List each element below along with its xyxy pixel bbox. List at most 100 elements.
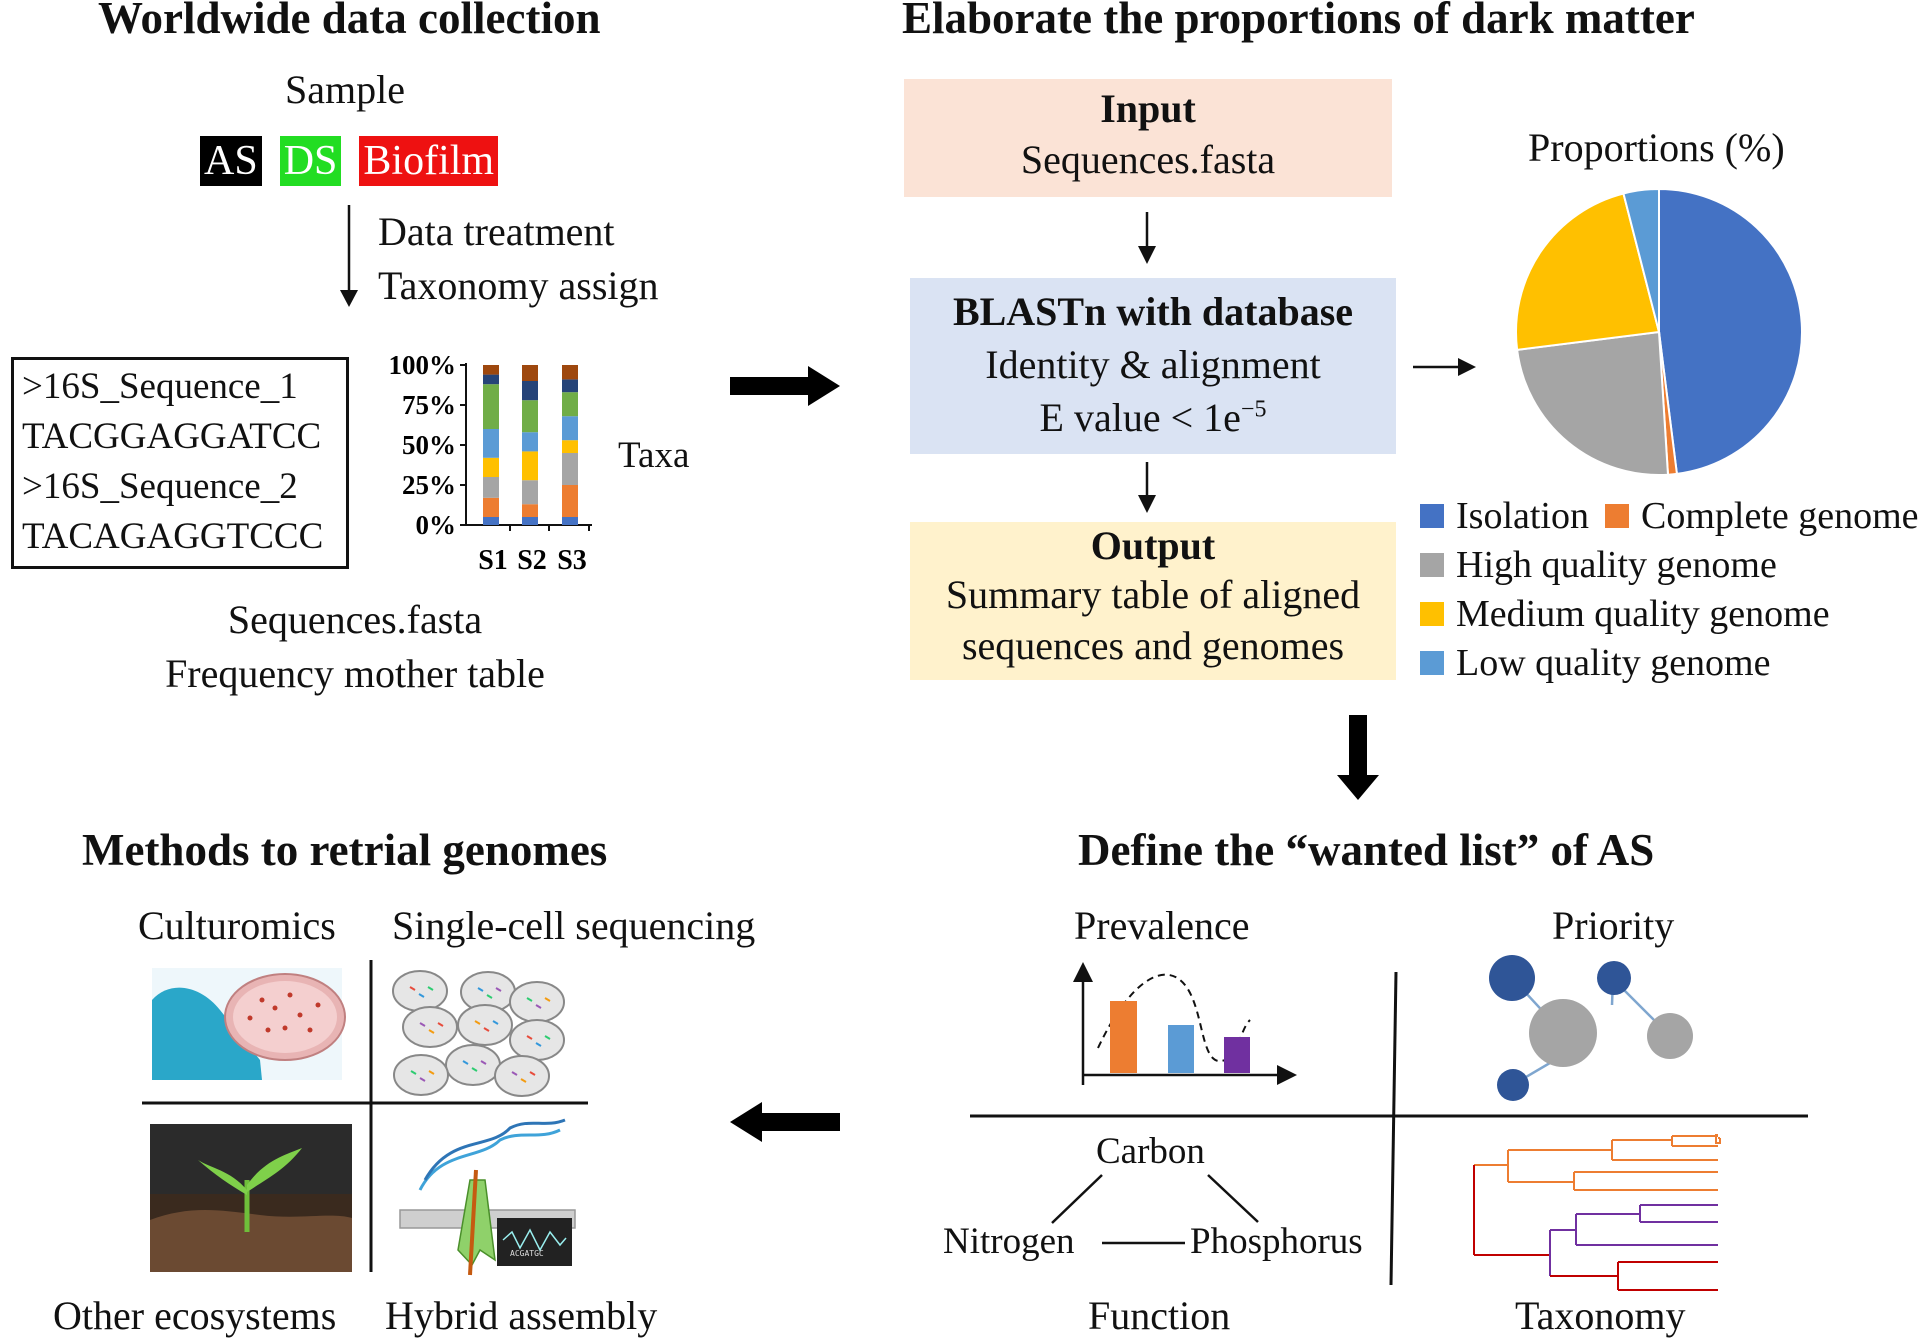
y-tick-label: 50% <box>402 430 456 460</box>
bar-segment <box>562 416 578 441</box>
dna-fragment <box>462 1060 469 1065</box>
priority-network <box>1489 955 1693 1101</box>
hybrid-assembly-label: Hybrid assembly <box>385 1293 658 1338</box>
blast-box: BLASTn with database Identity & alignmen… <box>910 278 1396 454</box>
bar-segment <box>562 440 578 453</box>
culturomics-illustration <box>152 968 346 1080</box>
dna-fragment <box>418 993 425 998</box>
legend-item: Low quality genome <box>1420 641 1770 685</box>
nitrogen-label: Nitrogen <box>943 1221 1075 1262</box>
sequence-line: >16S_Sequence_2 <box>22 466 298 507</box>
priority-label: Priority <box>1552 903 1675 948</box>
input-text: Sequences.fasta <box>1020 137 1276 182</box>
arrow-down-blast <box>1138 462 1156 513</box>
bar-segment <box>522 381 538 401</box>
bar-segment <box>483 365 499 375</box>
seedling-illustration <box>150 1124 352 1272</box>
step-taxonomy-assign: Taxonomy assign <box>378 263 659 308</box>
dna-fragment <box>428 1070 435 1075</box>
sample-tag-ds: DS <box>279 136 342 186</box>
cell <box>494 1055 550 1097</box>
sequence-line: TACGGAGGATCC <box>22 416 322 457</box>
bar-segment <box>483 457 499 477</box>
prevalence-chart <box>1073 962 1297 1085</box>
dna-fragment <box>474 1020 481 1025</box>
bar-segment <box>522 451 538 481</box>
dna-fragment <box>409 986 416 991</box>
sample-tag-as: AS <box>200 136 262 186</box>
panel-title-dark-matter: Elaborate the proportions of dark matter <box>902 0 1695 43</box>
legend-label: Medium quality genome <box>1456 593 1830 635</box>
network-node <box>1647 1013 1693 1059</box>
output-line-1: Summary table of aligned <box>945 572 1361 617</box>
sample-label: Sample <box>285 67 405 112</box>
legend-item: High quality genome <box>1420 543 1777 587</box>
dna-fragment <box>419 1022 426 1027</box>
dna-fragment <box>483 1027 490 1032</box>
bar-segment <box>522 432 538 452</box>
dna-fragment <box>477 987 484 992</box>
network-node <box>1489 955 1535 1001</box>
bar-segment <box>483 374 499 385</box>
pie-slice <box>1516 330 1670 476</box>
cell <box>402 1006 458 1048</box>
arrow-right-pie <box>1413 358 1476 376</box>
legend-label: High quality genome <box>1456 544 1777 586</box>
bar-segment <box>483 497 499 517</box>
bar-segment <box>562 453 578 485</box>
single-cell-illustration <box>392 970 565 1097</box>
output-title: Output <box>1090 523 1216 568</box>
blast-evalue: E value < 1e−5 <box>910 394 1396 441</box>
bar-segment <box>562 485 578 517</box>
dna-fragment <box>520 1078 527 1083</box>
bar-segment <box>522 504 538 517</box>
dna-fragment <box>511 1071 518 1076</box>
network-node <box>1529 999 1597 1067</box>
hybrid-assembly-illustration <box>399 1118 576 1276</box>
function-label: Function <box>1088 1293 1231 1338</box>
sequence-line: >16S_Sequence_1 <box>22 366 298 407</box>
network-node <box>1597 961 1631 995</box>
panel-title-collection: Worldwide data collection <box>98 0 601 43</box>
dna-fragment <box>526 997 533 1002</box>
legend-label: Low quality genome <box>1456 642 1771 684</box>
link-carbon-phosphorus <box>1207 1174 1259 1223</box>
taxa-label: Taxa <box>618 435 690 476</box>
dna-fragment <box>419 1077 426 1082</box>
legend-label: Complete genome <box>1641 495 1919 537</box>
bar-segment <box>562 379 578 393</box>
legend-item: Isolation <box>1420 494 1589 538</box>
caption-fasta: Sequences.fasta <box>227 597 483 642</box>
panel-title-wanted-list: Define the “wanted list” of AS <box>1078 825 1655 875</box>
bar-segment <box>522 365 538 381</box>
sequencer-text: ACGATGC <box>510 1249 544 1258</box>
legend-swatch <box>1420 553 1444 577</box>
x-tick-label: S1 <box>478 545 508 576</box>
sequence-line: TACAGAGGTCCC <box>22 516 324 557</box>
arrow-left-big <box>730 1102 840 1142</box>
arrow-down-big <box>1337 715 1379 800</box>
output-line-2: sequences and genomes <box>961 623 1345 668</box>
cell <box>393 1054 449 1096</box>
legend-swatch <box>1420 504 1444 528</box>
dna-fragment <box>471 1067 478 1072</box>
pie-title: Proportions (%) <box>1528 125 1785 170</box>
bar-segment <box>483 517 499 525</box>
cell <box>509 1019 565 1061</box>
carbon-label: Carbon <box>1096 1131 1205 1172</box>
prevalence-bar <box>1224 1037 1250 1073</box>
bar-segment <box>522 400 538 433</box>
y-tick-label: 75% <box>402 390 456 420</box>
y-tick-label: 25% <box>402 470 456 500</box>
bar-segment <box>562 365 578 380</box>
cell <box>457 1004 513 1046</box>
legend-swatch <box>1605 504 1629 528</box>
arrow-right-big <box>730 366 840 406</box>
other-ecosystems-label: Other ecosystems <box>53 1293 337 1338</box>
input-box: Input Sequences.fasta <box>904 79 1392 197</box>
taxonomy-label: Taxonomy <box>1515 1293 1686 1338</box>
